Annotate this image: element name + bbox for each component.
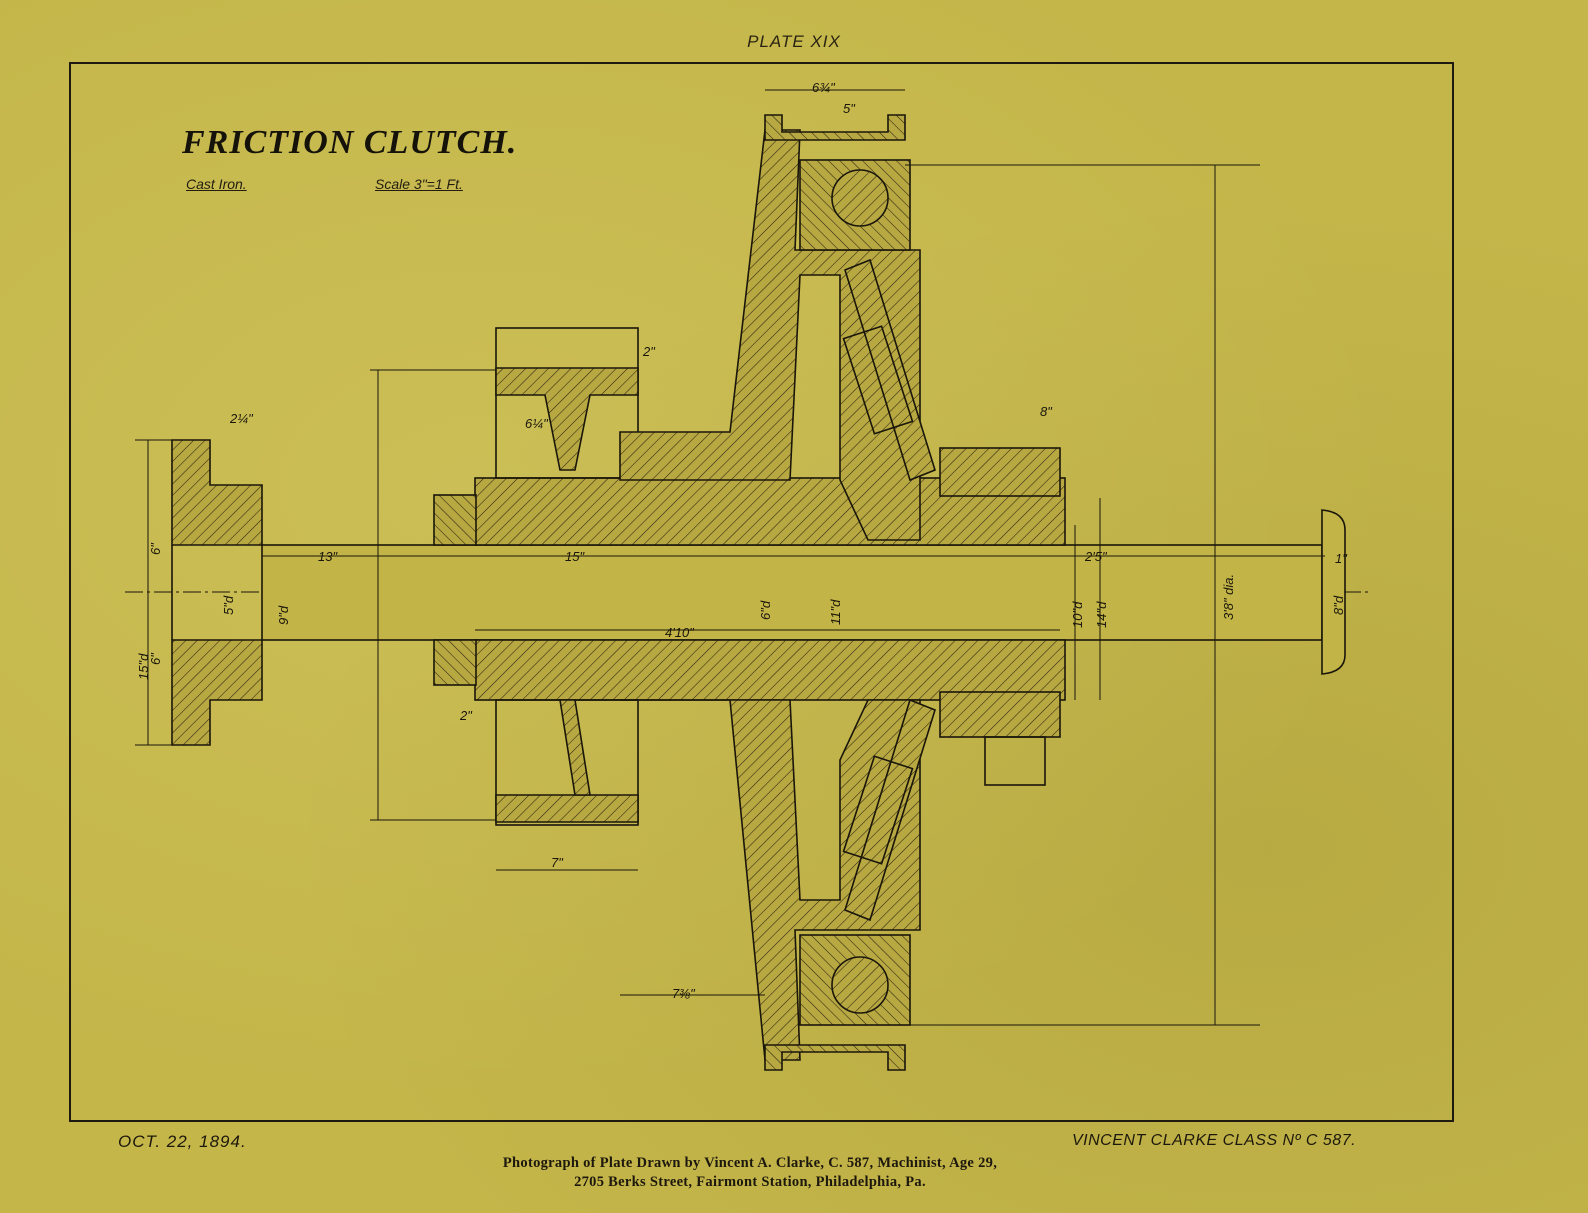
pulley-upper	[495, 327, 639, 479]
caption-line-1: Photograph of Plate Drawn by Vincent A. …	[502, 1155, 998, 1171]
clutch-rim-upper	[764, 114, 906, 141]
toggle-link-upper	[844, 258, 936, 482]
spring-upper	[842, 325, 914, 435]
draftsman-signature: VINCENT CLARKE CLASS Nº C 587.	[1072, 1132, 1357, 1149]
dim-8d: 8"d	[1331, 595, 1346, 615]
dim-1in: 1"	[1335, 551, 1348, 566]
material-note: Cast Iron.	[186, 176, 247, 192]
dim-6d: 6"d	[758, 600, 773, 620]
clutch-rim-lower	[764, 1044, 906, 1071]
pulley-rim-upper	[495, 367, 639, 471]
dim-5d: 5"d	[221, 595, 236, 615]
drawing-date: OCT. 22, 1894.	[118, 1132, 247, 1151]
scale-note: Scale 3"=1 Ft.	[375, 176, 463, 192]
drawing-frame	[69, 62, 1454, 1122]
dim-6-3-4: 6¾"	[812, 80, 836, 95]
dim-7in: 7"	[551, 855, 564, 870]
toggle-link-lower	[844, 698, 936, 922]
dim-13in: 13"	[318, 549, 338, 564]
dim-15d: 15"d	[136, 653, 151, 680]
dim-6in-lower: 6"	[148, 652, 163, 665]
left-coupling-lower	[171, 639, 263, 746]
hub-lower	[474, 639, 1066, 701]
dim-8in: 8"	[1040, 404, 1053, 419]
drawing-title: FRICTION CLUTCH.	[182, 124, 518, 161]
dim-2in: 2"	[642, 344, 656, 359]
dim-14d: 14"d	[1094, 601, 1109, 628]
set-collar-lower	[433, 639, 477, 686]
plate-number: PLATE XIX	[747, 32, 841, 51]
dim-3ft8in-dia: 3'8" dia.	[1221, 574, 1236, 620]
dim-6-1-4: 6¼"	[525, 416, 549, 431]
dim-10d: 10"d	[1070, 601, 1085, 628]
pulley-rim-lower	[495, 794, 639, 823]
caption-line-2: 2705 Berks Street, Fairmont Station, Phi…	[574, 1174, 926, 1190]
dim-4ft10in: 4'10"	[665, 625, 695, 640]
dim-5in: 5"	[843, 101, 856, 116]
dim-15in: 15"	[565, 549, 585, 564]
wood-block-lower	[831, 956, 889, 1014]
spring-lower	[842, 755, 914, 865]
set-collar	[433, 494, 477, 546]
dim-6in-upper: 6"	[148, 542, 163, 555]
left-coupling	[171, 439, 263, 546]
wood-block-upper	[831, 169, 889, 227]
sliding-collar-lower	[939, 691, 1061, 738]
shaft-end-collar	[1321, 509, 1346, 675]
dim-2in-lower: 2"	[459, 708, 473, 723]
main-shaft	[261, 544, 1323, 641]
dim-2-1-4: 2¼"	[229, 411, 254, 426]
shifter-block	[984, 736, 1046, 786]
dim-7-3-8: 7⅜"	[672, 986, 696, 1001]
dim-11d: 11"d	[828, 599, 843, 625]
photo-caption: Photograph of Plate Drawn by Vincent A. …	[300, 1154, 1200, 1192]
sliding-collar-upper	[939, 447, 1061, 497]
dim-9d: 9"d	[276, 605, 291, 625]
dim-2ft5in: 2'5"	[1084, 549, 1108, 564]
